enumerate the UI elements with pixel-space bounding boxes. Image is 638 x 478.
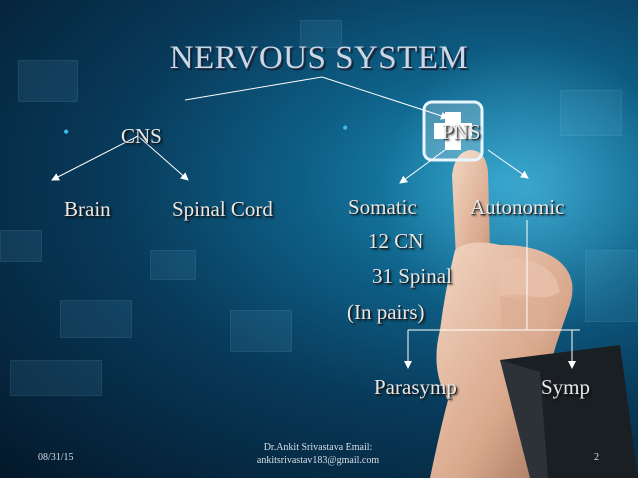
medical-cross-icon: [422, 100, 484, 162]
footer-author-email: ankitsrivastav183@gmail.com: [256, 455, 380, 466]
connector-title-pns: [321, 76, 449, 120]
background-tile: [300, 20, 342, 48]
autonomic-child-symp: Symp: [541, 375, 591, 399]
footer-author-name: Dr.Ankit Srivastava Email:: [263, 442, 373, 453]
cns-child-spinal-cord: Spinal Cord: [172, 197, 273, 221]
background-tile: [585, 250, 637, 322]
somatic-detail-pairs: (In pairs): [347, 300, 425, 324]
connector-pns-autonomic: [487, 149, 529, 179]
footer-date: 08/31/15: [38, 452, 74, 463]
background-tile: [60, 300, 132, 338]
bullet-icon: •: [342, 118, 349, 138]
background-tile: [230, 310, 292, 352]
background-tile: [0, 230, 42, 262]
background-tile: [560, 90, 622, 136]
footer-author: Dr.Ankit Srivastava Email: ankitsrivasta…: [238, 441, 398, 467]
cns-child-brain: Brain: [64, 197, 111, 221]
somatic-label: Somatic: [348, 195, 417, 219]
background-tile: [18, 60, 78, 102]
autonomic-label: Autonomic: [470, 195, 565, 219]
connector-pns-somatic: [399, 149, 446, 184]
bullet-icon: •: [63, 122, 70, 142]
somatic-detail-cn: 12 CN: [368, 229, 424, 253]
footer-page-number: 2: [594, 452, 599, 463]
pns-label: PNS: [442, 120, 481, 144]
background-tile: [10, 360, 102, 396]
connector-cns-spinal-cord: [137, 135, 189, 181]
somatic-detail-spinal: 31 Spinal: [372, 264, 452, 288]
slide-title: NERVOUS SYSTEM: [169, 40, 469, 76]
autonomic-child-parasymp: Parasymp: [374, 375, 457, 399]
connector-title-cns: [184, 76, 323, 101]
connector-cns-brain: [51, 135, 139, 181]
cns-label: CNS: [121, 124, 162, 148]
background-tile: [150, 250, 196, 280]
